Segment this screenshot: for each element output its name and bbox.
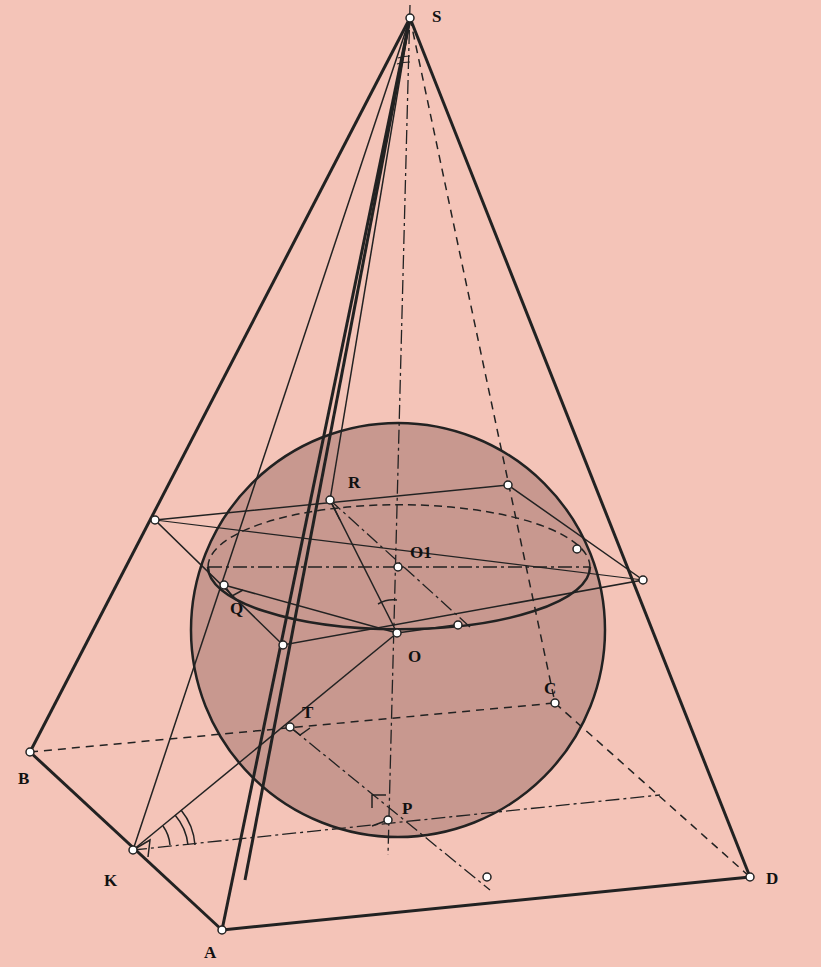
point-label: P	[402, 800, 412, 817]
point-label: B	[18, 770, 29, 787]
point-label: R	[348, 474, 360, 491]
point-label: D	[766, 870, 778, 887]
point-label: A	[204, 944, 216, 961]
point-label: K	[104, 872, 117, 889]
point-label: S	[432, 8, 441, 25]
point-label: Q	[230, 600, 243, 617]
point-label: O	[408, 648, 421, 665]
point-label: C	[544, 680, 556, 697]
point-label: O1	[410, 544, 432, 561]
point-label: T	[302, 704, 313, 721]
